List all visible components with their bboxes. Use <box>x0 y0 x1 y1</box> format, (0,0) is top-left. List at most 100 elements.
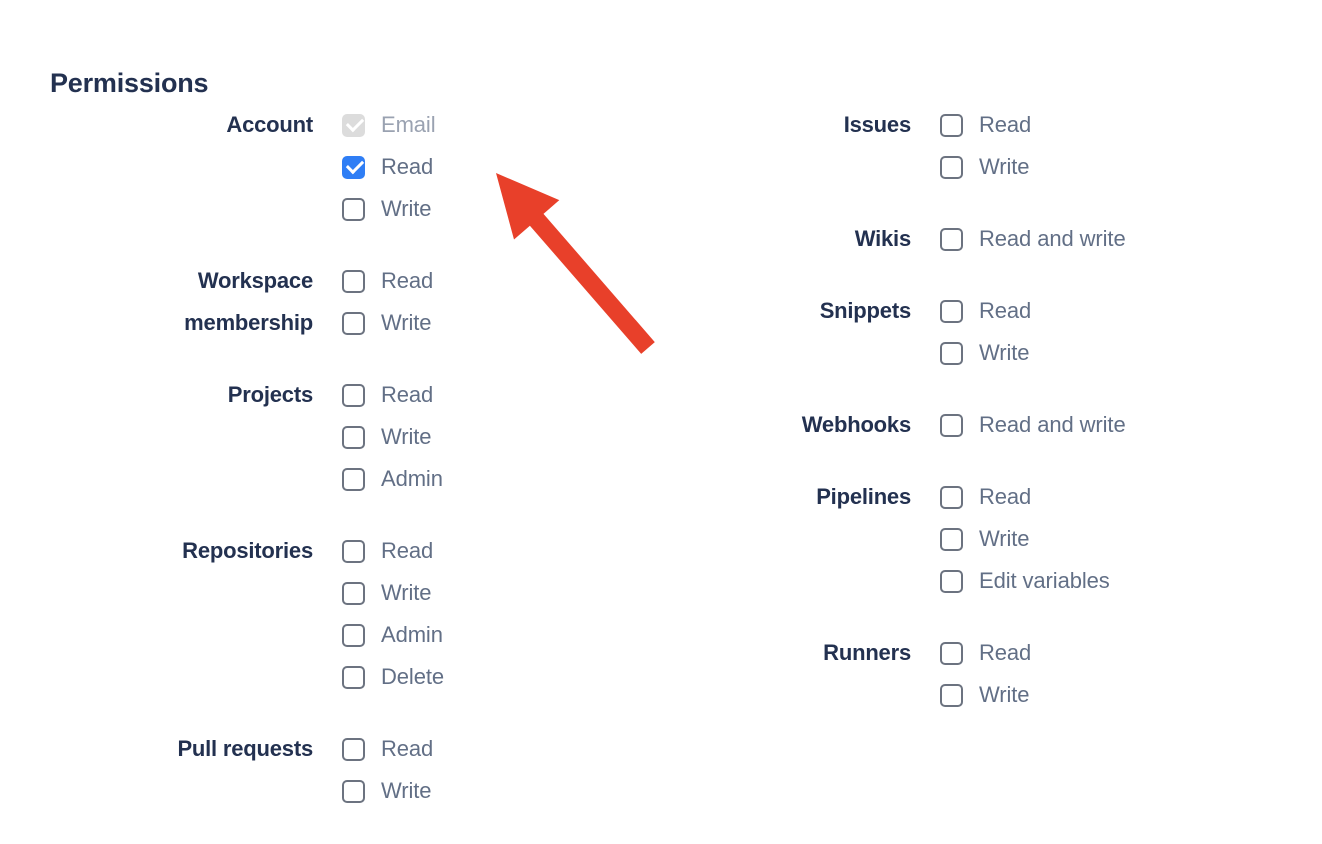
checkbox-read[interactable] <box>940 641 963 665</box>
permission-option-wikis-read-and-write[interactable]: Read and write <box>940 218 1126 260</box>
permission-option-pull-requests-read[interactable]: Read <box>342 728 433 770</box>
checkbox-admin[interactable] <box>342 467 365 491</box>
permission-group-label: Webhooks <box>801 412 911 437</box>
checkbox-read[interactable] <box>342 155 365 179</box>
checkbox-label[interactable]: Read <box>381 382 434 407</box>
permission-group-label: Account <box>226 112 313 137</box>
checkbox-label[interactable]: Write <box>381 196 432 221</box>
permission-option-repositories-read[interactable]: Read <box>342 530 444 572</box>
permission-option-projects-read[interactable]: Read <box>342 374 443 416</box>
permission-option-snippets-read[interactable]: Read <box>940 290 1031 332</box>
checkbox-label[interactable]: Write <box>979 526 1030 551</box>
checkbox-read[interactable] <box>342 383 365 407</box>
checkbox-read[interactable] <box>940 299 963 323</box>
checkbox-read[interactable] <box>940 113 963 137</box>
checkbox-write[interactable] <box>342 581 365 605</box>
checkbox-label[interactable]: Edit variables <box>979 568 1110 593</box>
checkbox-label[interactable]: Admin <box>381 466 443 491</box>
permission-option-account-read[interactable]: Read <box>342 146 436 188</box>
checkbox-write[interactable] <box>940 683 963 707</box>
checkbox-email <box>342 113 365 137</box>
checkbox-label[interactable]: Write <box>381 424 432 449</box>
permission-group-label: Repositories <box>182 538 313 563</box>
checkbox-write[interactable] <box>342 425 365 449</box>
checkbox-read-and-write[interactable] <box>940 413 963 437</box>
permission-option-issues-read[interactable]: Read <box>940 104 1031 146</box>
checkbox-label[interactable]: Write <box>381 778 432 803</box>
permission-option-repositories-delete[interactable]: Delete <box>342 656 444 698</box>
checkbox-label[interactable]: Read <box>381 268 434 293</box>
checkbox-label[interactable]: Read <box>381 154 434 179</box>
checkbox-label[interactable]: Write <box>979 340 1030 365</box>
permission-option-workspace-membership-read[interactable]: Read <box>342 260 433 302</box>
checkbox-admin[interactable] <box>342 623 365 647</box>
permission-option-pipelines-write[interactable]: Write <box>940 518 1110 560</box>
checkbox-label[interactable]: Read <box>381 538 434 563</box>
checkbox-label[interactable]: Read and write <box>979 226 1126 251</box>
checkbox-label[interactable]: Delete <box>381 664 444 689</box>
checkbox-write[interactable] <box>940 527 963 551</box>
checkbox-label[interactable]: Read <box>979 298 1032 323</box>
permission-group-label: Workspace membership <box>184 268 313 335</box>
checkbox-read-and-write[interactable] <box>940 227 963 251</box>
permission-option-webhooks-read-and-write[interactable]: Read and write <box>940 404 1126 446</box>
checkbox-write[interactable] <box>342 779 365 803</box>
checkbox-write[interactable] <box>940 155 963 179</box>
checkbox-write[interactable] <box>342 311 365 335</box>
checkbox-label[interactable]: Write <box>979 154 1030 179</box>
permission-option-projects-write[interactable]: Write <box>342 416 443 458</box>
permission-option-runners-read[interactable]: Read <box>940 632 1031 674</box>
checkbox-label[interactable]: Read <box>979 112 1032 137</box>
checkbox-read[interactable] <box>940 485 963 509</box>
checkbox-label[interactable]: Write <box>979 682 1030 707</box>
checkbox-delete[interactable] <box>342 665 365 689</box>
permission-option-repositories-admin[interactable]: Admin <box>342 614 444 656</box>
permission-option-pipelines-edit-variables[interactable]: Edit variables <box>940 560 1110 602</box>
checkbox-write[interactable] <box>342 197 365 221</box>
permission-option-account-email[interactable]: Email <box>342 104 436 146</box>
checkbox-read[interactable] <box>342 269 365 293</box>
checkbox-label[interactable]: Read <box>979 484 1032 509</box>
permission-option-list: Read and write <box>940 218 1126 260</box>
check-icon <box>345 155 365 174</box>
checkbox-label[interactable]: Write <box>381 580 432 605</box>
check-icon <box>345 113 365 132</box>
permission-option-pipelines-read[interactable]: Read <box>940 476 1110 518</box>
checkbox-label[interactable]: Admin <box>381 622 443 647</box>
permission-option-repositories-write[interactable]: Write <box>342 572 444 614</box>
permission-option-snippets-write[interactable]: Write <box>940 332 1031 374</box>
permission-option-pull-requests-write[interactable]: Write <box>342 770 433 812</box>
permission-option-account-write[interactable]: Write <box>342 188 436 230</box>
permission-option-issues-write[interactable]: Write <box>940 146 1031 188</box>
permission-option-runners-write[interactable]: Write <box>940 674 1031 716</box>
checkbox-edit-variables[interactable] <box>940 569 963 593</box>
checkbox-label[interactable]: Read and write <box>979 412 1126 437</box>
checkbox-label[interactable]: Write <box>381 310 432 335</box>
permission-option-workspace-membership-write[interactable]: Write <box>342 302 433 344</box>
checkbox-write[interactable] <box>940 341 963 365</box>
page-title: Permissions <box>50 68 209 99</box>
checkbox-read[interactable] <box>342 737 365 761</box>
checkbox-label[interactable]: Read <box>979 640 1032 665</box>
checkbox-read[interactable] <box>342 539 365 563</box>
permission-option-projects-admin[interactable]: Admin <box>342 458 443 500</box>
checkbox-label[interactable]: Read <box>381 736 434 761</box>
permission-group-label: Wikis <box>854 226 911 251</box>
checkbox-label[interactable]: Email <box>381 112 436 137</box>
